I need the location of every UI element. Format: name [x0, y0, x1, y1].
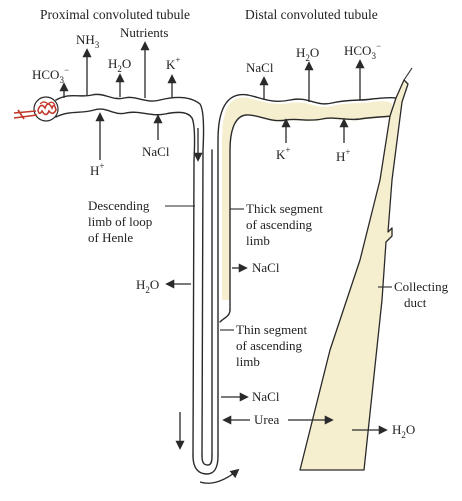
nutrients-label: Nutrients [120, 25, 168, 40]
collecting-duct-labels: Collecting duct H2O [352, 279, 449, 440]
h2o-label-collecting: H2O [392, 422, 415, 440]
thick-segment-label-line2: of ascending [246, 217, 313, 232]
ascending-limb-and-distal-tubule [211, 93, 397, 457]
nacl-label-proximal: NaCl [142, 144, 170, 159]
collecting-duct-label-line2: duct [404, 295, 427, 310]
glomerulus [13, 96, 59, 122]
k-plus-label-distal: K+ [276, 145, 290, 162]
heading-proximal-convoluted-tubule: Proximal convoluted tubule [40, 7, 190, 22]
thick-segment-label-line1: Thick segment [246, 201, 323, 216]
nh3-label: NH3 [76, 32, 100, 50]
h2o-label-distal: H2O [296, 45, 319, 63]
hco3-label-proximal: HCO3− [32, 65, 69, 85]
thin-segment-label-line3: limb [236, 354, 260, 369]
collecting-duct [299, 67, 413, 471]
loop-turn-arrow [199, 468, 240, 484]
thick-segment-label-line3: limb [246, 233, 270, 248]
nacl-label-thick: NaCl [252, 260, 280, 275]
loop-of-henle-labels: Descending limb of loop of Henle Thick s… [88, 198, 334, 484]
hco3-label-distal: HCO3− [344, 41, 381, 61]
urea-label: Urea [254, 412, 279, 427]
heading-distal-convoluted-tubule: Distal convoluted tubule [245, 7, 378, 22]
descending-limb-label-line1: Descending [88, 198, 150, 213]
descending-limb-label-line3: of Henle [88, 230, 133, 245]
thin-segment-label-line1: Thin segment [236, 322, 308, 337]
h-plus-label-proximal: H+ [90, 161, 104, 178]
h2o-label-proximal: H2O [108, 56, 131, 74]
h2o-label-descending: H2O [136, 277, 159, 295]
proximal-transport: HCO3− NH3 Nutrients H2O K+ H+ NaCl [32, 25, 203, 178]
k-plus-label-proximal: K+ [166, 55, 180, 72]
collecting-duct-label-line1: Collecting [394, 279, 449, 294]
descending-limb-label-line2: limb of loop [88, 214, 152, 229]
thin-segment-label-line2: of ascending [236, 338, 303, 353]
proximal-tubule-and-descending-limb [55, 93, 219, 475]
nacl-label-distal: NaCl [246, 60, 274, 75]
nacl-label-thin: NaCl [252, 389, 280, 404]
distal-transport: NaCl H2O HCO3− K+ H+ [246, 41, 381, 164]
h-plus-label-distal: H+ [336, 147, 350, 164]
